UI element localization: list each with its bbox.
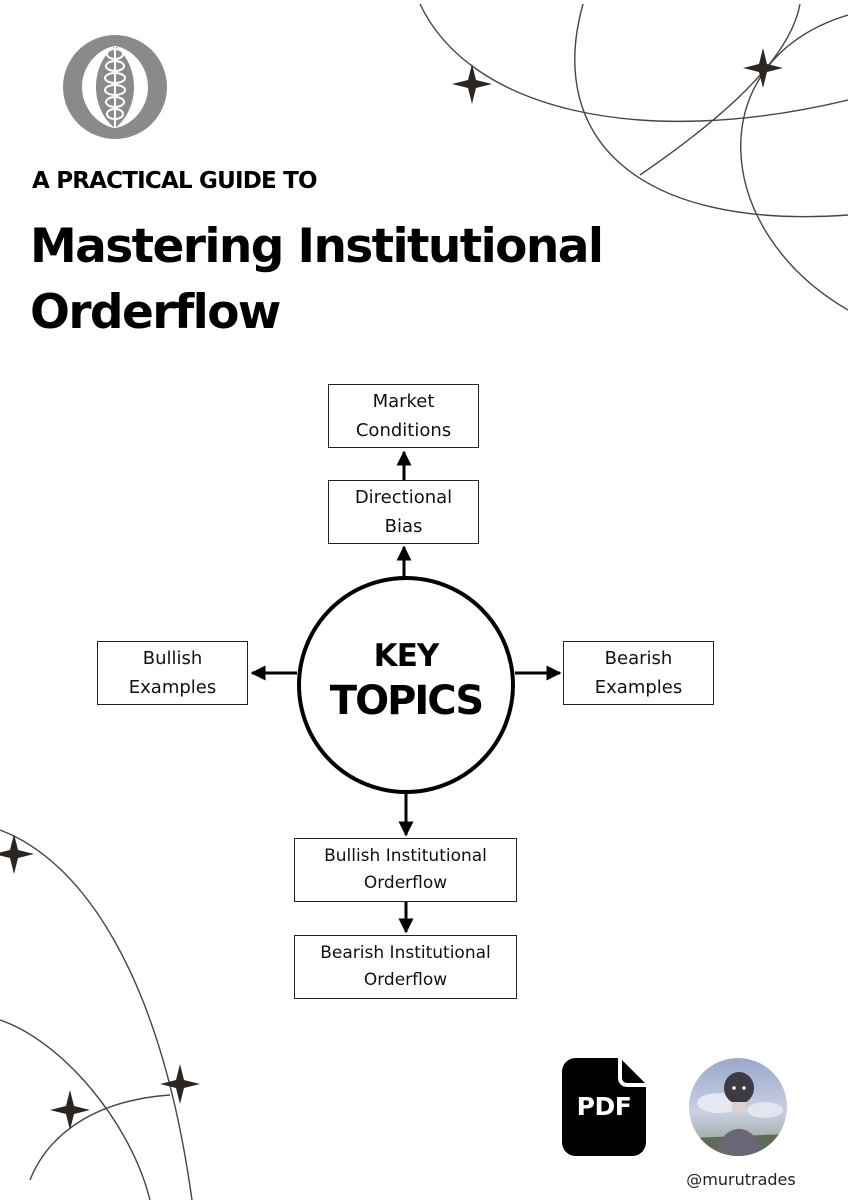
hub-line-1: KEY [373, 638, 440, 674]
hub-line-2: TOPICS [329, 678, 484, 724]
author-handle: @murutrades [686, 1170, 796, 1189]
logo-icon [63, 35, 167, 139]
star-icon [0, 834, 34, 874]
pdf-file-icon [562, 1058, 646, 1156]
star-icon [50, 1090, 90, 1130]
star-icon [743, 48, 783, 88]
star-icon [160, 1064, 200, 1104]
kicker-heading: A PRACTICAL GUIDE TO [32, 168, 318, 194]
star-icon [452, 64, 492, 104]
key-topics-hub: KEY TOPICS [297, 576, 515, 794]
avatar [689, 1058, 787, 1156]
pdf-label: PDF [576, 1092, 632, 1121]
page-title: Mastering Institutional Orderflow [30, 219, 604, 340]
